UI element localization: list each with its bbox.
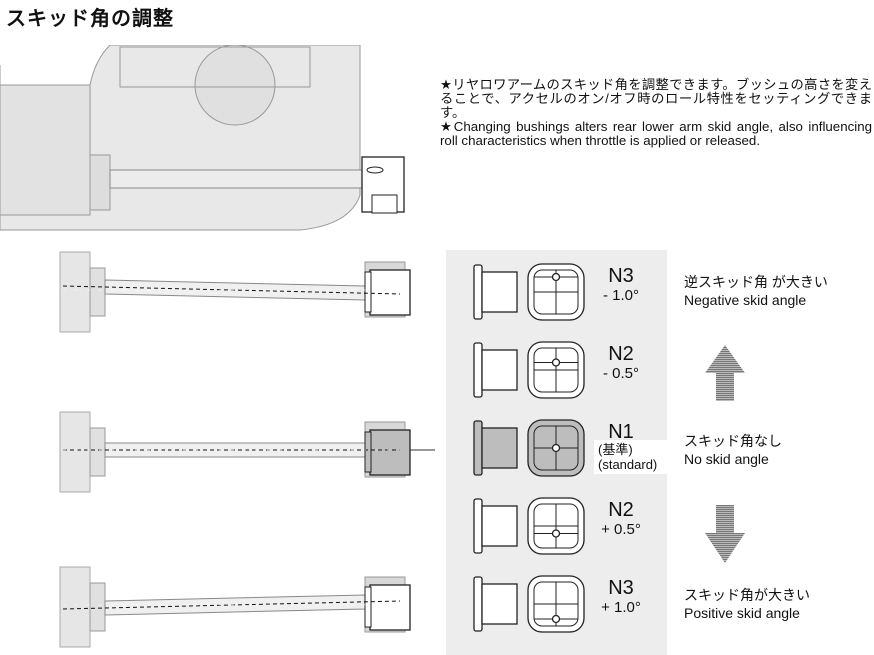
description-jp: ★リヤロワアームのスキッド角を調整できます。ブッシュの高さを変えることで、アクセ… <box>440 77 872 120</box>
bushing-n3 <box>473 263 585 321</box>
rear-lower-arm <box>59 566 411 648</box>
rear-lower-arm <box>59 251 411 333</box>
positive-label: スキッド角が大きい Positive skid angle <box>684 586 810 622</box>
bushing-top-icon <box>527 341 585 399</box>
bushing-top-icon <box>527 497 585 555</box>
bushing-code: N3 <box>608 577 634 599</box>
bushing-top-icon <box>527 263 585 321</box>
bushing-side-icon <box>473 264 518 320</box>
standard-label-en: (standard) <box>598 457 658 472</box>
bushing-n3 <box>473 575 585 633</box>
bushing-angle: + 1.0° <box>601 599 641 616</box>
rear-lower-arm <box>59 411 411 493</box>
bushing-top-icon <box>527 419 585 477</box>
bushing-angle: - 1.0° <box>602 287 639 304</box>
bushing-angle: - 0.5° <box>602 365 639 382</box>
arrow-down-icon <box>705 505 745 563</box>
bushing-code: N2 <box>608 343 634 365</box>
bushing-n2 <box>473 497 585 555</box>
bushing-code: N1 <box>608 421 634 443</box>
arm-illustrations <box>59 251 435 648</box>
bushing-side-icon <box>473 342 518 398</box>
bushing-icons <box>473 263 585 633</box>
chassis-illustration <box>0 45 405 231</box>
bushing-n1 <box>473 419 585 477</box>
bushing-side-icon <box>473 498 518 554</box>
bushing-code: N2 <box>608 499 634 521</box>
standard-label: (基準) (standard) <box>594 440 674 474</box>
negative-label-jp: 逆スキッド角 が大きい <box>684 274 828 290</box>
bushing-side-icon <box>473 576 518 632</box>
none-label: スキッド角なし No skid angle <box>684 432 782 468</box>
page-title: スキッド角の調整 <box>6 8 174 30</box>
bushing-top-icon <box>527 575 585 633</box>
arrow-up-icon <box>705 345 745 401</box>
description-en: ★Changing bushings alters rear lower arm… <box>440 119 872 148</box>
bushing-angle: + 0.5° <box>601 521 641 538</box>
none-label-jp: スキッド角なし <box>684 433 782 449</box>
bushing-code: N3 <box>608 265 634 287</box>
negative-label: 逆スキッド角 が大きい Negative skid angle <box>684 273 828 309</box>
positive-label-en: Positive skid angle <box>684 605 800 621</box>
standard-label-jp: (基準) <box>598 442 633 457</box>
bushing-n2 <box>473 341 585 399</box>
positive-label-jp: スキッド角が大きい <box>684 587 810 603</box>
none-label-en: No skid angle <box>684 451 769 467</box>
negative-label-en: Negative skid angle <box>684 292 807 308</box>
description: ★リヤロワアームのスキッド角を調整できます。ブッシュの高さを変えることで、アクセ… <box>440 78 872 148</box>
bushing-side-icon <box>473 420 518 476</box>
